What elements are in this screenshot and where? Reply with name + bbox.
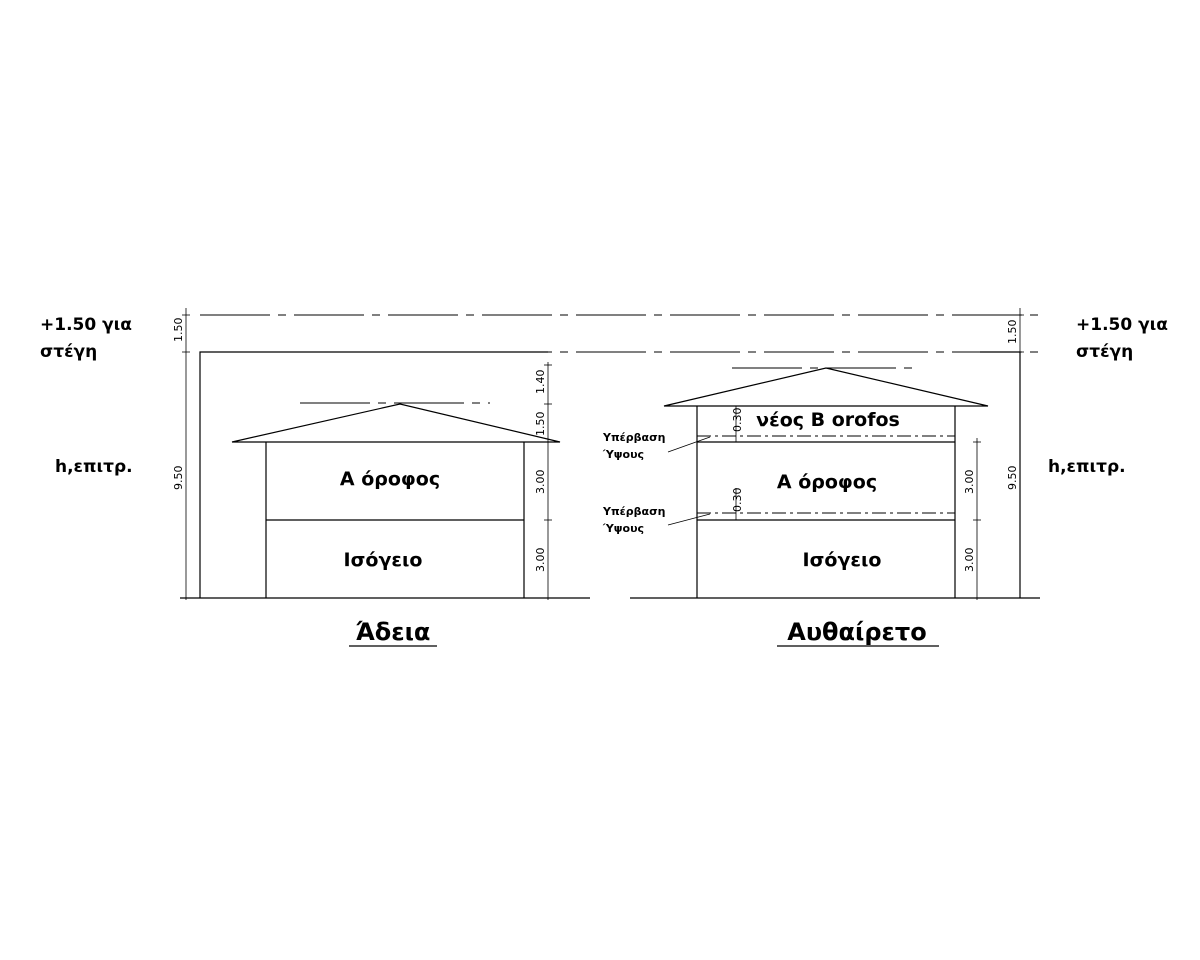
unauthorized-building: 0.30 0.30 νέος Β orofos Α όροφος Ισόγειο (663, 351, 1021, 598)
excess-note-lower: Υπέρβαση Ύψους (602, 505, 711, 535)
dim-left-total: 9.50 (172, 466, 185, 491)
dim-permit-top: 1.40 (534, 370, 547, 395)
dim-permit-first: 3.00 (534, 470, 547, 495)
height-allowed-label-right: h,επιτρ. (1048, 457, 1126, 477)
roof-allowance-label-right: +1.50 για (1076, 315, 1168, 335)
unauth-roof (663, 367, 989, 407)
right-dimension-chain: 1.50 9.50 (1006, 308, 1024, 599)
dim-unauth-ground: 3.00 (963, 548, 976, 573)
svg-text:Υπέρβαση: Υπέρβαση (602, 505, 666, 518)
svg-text:Ύψους: Ύψους (602, 522, 644, 535)
roof-allowance-label-left-2: στέγη (40, 342, 97, 362)
unauth-new-floor-label: νέος Β orofos (756, 409, 900, 431)
unauth-first-floor-label: Α όροφος (777, 471, 877, 493)
unauthorized-title: Αυθαίρετο (787, 618, 926, 646)
dim-right-roof: 1.50 (1006, 320, 1019, 345)
dim-right-total: 9.50 (1006, 466, 1019, 491)
roof-allowance-label-right-2: στέγη (1076, 342, 1133, 362)
permit-building: Α όροφος Ισόγειο (199, 351, 561, 598)
svg-text:Υπέρβαση: Υπέρβαση (602, 431, 666, 444)
dim-left-roof: 1.50 (172, 318, 185, 343)
permit-roof (231, 403, 561, 443)
permit-ground-floor-label: Ισόγειο (344, 549, 423, 571)
dim-excess-lower: 0.30 (731, 488, 744, 513)
permit-title: Άδεια (356, 618, 431, 646)
svg-text:Ύψους: Ύψους (602, 448, 644, 461)
permit-first-floor-label: Α όροφος (340, 468, 440, 490)
left-dimension-chain: 1.50 9.50 (172, 308, 190, 600)
dim-permit-ground: 3.00 (534, 548, 547, 573)
dim-excess-upper: 0.30 (731, 408, 744, 433)
permit-envelope (199, 351, 548, 598)
roof-allowance-label-left: +1.50 για (40, 315, 132, 335)
height-allowed-label-left: h,επιτρ. (55, 457, 133, 477)
unauth-dimension-chain: 3.00 3.00 (963, 438, 981, 600)
unauth-ground-floor-label: Ισόγειο (803, 549, 882, 571)
excess-note-upper: Υπέρβαση Ύψους (602, 431, 711, 461)
permit-dimension-chain: 1.40 1.50 3.00 3.00 (534, 362, 552, 600)
dim-unauth-first: 3.00 (963, 470, 976, 495)
dim-permit-roof: 1.50 (534, 412, 547, 437)
